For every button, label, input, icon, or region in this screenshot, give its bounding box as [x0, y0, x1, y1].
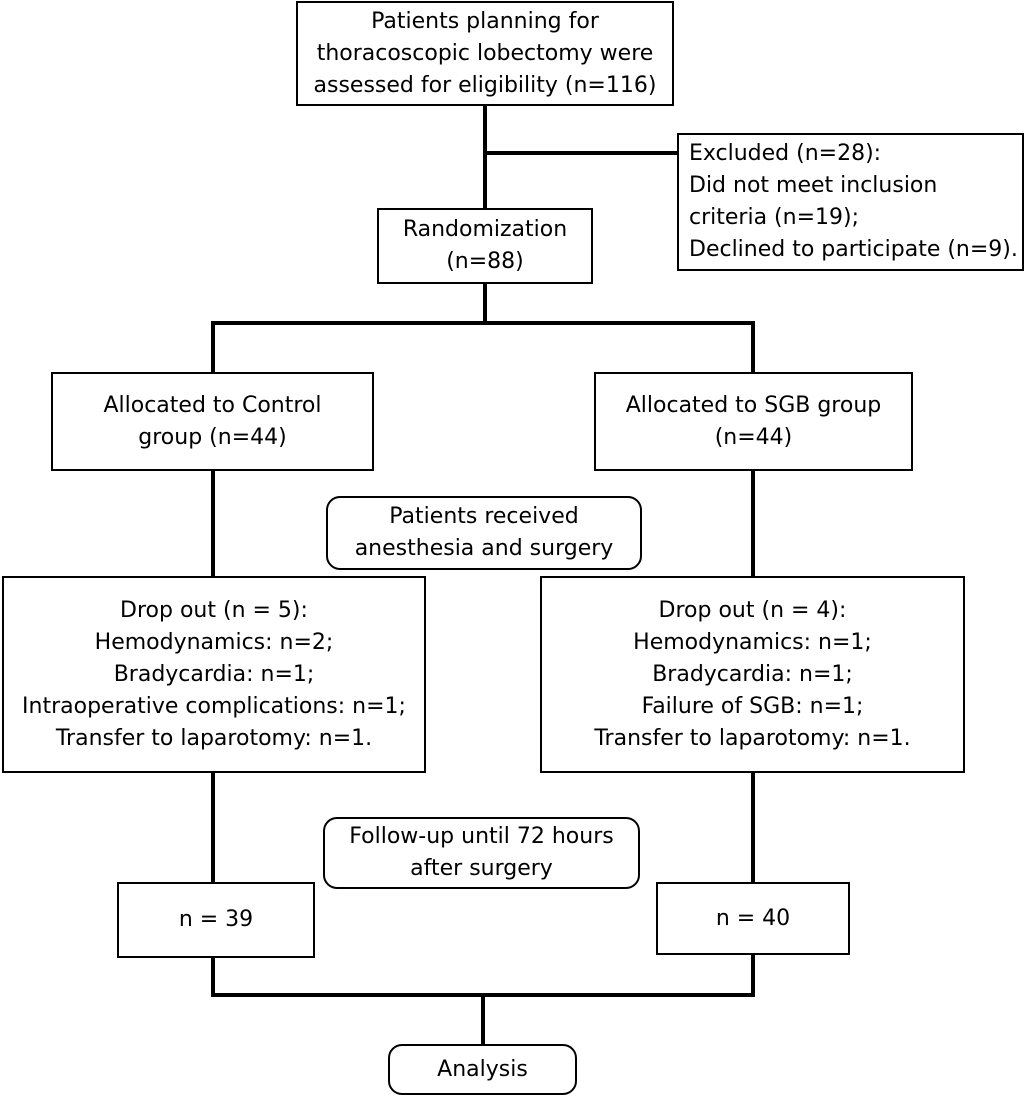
control-dropout-box: Drop out (n = 5): Hemodynamics: n=2; Bra… — [2, 576, 426, 773]
sgb-allocation-box: Allocated to SGB group (n=44) — [594, 372, 913, 471]
randomization-line-2: (n=88) — [446, 249, 524, 274]
randomization-box: Randomization (n=88) — [377, 208, 593, 284]
followup-note-line-1: Follow-up until 72 hours — [349, 824, 614, 849]
excluded-line-4: Declined to participate (n=9). — [689, 237, 1018, 262]
control-dropout-line-4: Intraoperative complications: n=1; — [22, 693, 406, 719]
eligibility-line-2: thoracoscopic lobectomy were — [316, 40, 654, 66]
randomization-line-1: Randomization — [402, 217, 568, 242]
sgb-dropout-line-1: Drop out (n = 4): — [658, 597, 847, 623]
eligibility-box: Patients planning for thoracoscopic lobe… — [296, 1, 674, 106]
eligibility-line-3: assessed for eligibility (n=116) — [313, 72, 657, 98]
excluded-line-1: Excluded (n=28): — [689, 141, 882, 166]
sgb-allocation-line-2: (n=44) — [714, 424, 793, 450]
sgb-dropout-line-2: Hemodynamics: n=1; — [633, 629, 872, 655]
control-dropout-line-1: Drop out (n = 5): — [120, 597, 308, 623]
control-dropout-line-3: Bradycardia: n=1; — [113, 661, 315, 687]
analysis-box: Analysis — [388, 1044, 577, 1095]
control-allocation-line-2: group (n=44) — [138, 424, 287, 450]
excluded-line-3: criteria (n=19); — [689, 205, 859, 230]
sgb-allocation-line-1: Allocated to SGB group — [625, 392, 882, 418]
eligibility-line-1: Patients planning for — [371, 8, 599, 34]
sgb-dropout-box: Drop out (n = 4): Hemodynamics: n=1; Bra… — [540, 576, 965, 773]
followup-note-line-2: after surgery — [410, 856, 553, 881]
sgb-dropout-line-3: Bradycardia: n=1; — [652, 661, 853, 687]
surgery-note-box: Patients received anesthesia and surgery — [326, 496, 642, 570]
control-dropout-line-2: Hemodynamics: n=2; — [94, 629, 334, 655]
sgb-dropout-line-4: Failure of SGB: n=1; — [641, 693, 864, 719]
sgb-final-label: n = 40 — [715, 905, 791, 931]
analysis-label: Analysis — [437, 1056, 528, 1082]
followup-note-box: Follow-up until 72 hours after surgery — [323, 817, 640, 889]
excluded-line-2: Did not meet inclusion — [689, 173, 938, 198]
control-allocation-box: Allocated to Control group (n=44) — [51, 372, 374, 471]
sgb-final-box: n = 40 — [656, 882, 850, 955]
control-allocation-line-1: Allocated to Control — [103, 392, 322, 418]
control-dropout-line-5: Transfer to laparotomy: n=1. — [55, 725, 373, 751]
surgery-note-line-1: Patients received — [389, 504, 579, 529]
control-final-box: n = 39 — [117, 882, 315, 958]
sgb-dropout-line-5: Transfer to laparotomy: n=1. — [594, 725, 911, 751]
excluded-box: Excluded (n=28): Did not meet inclusion … — [677, 133, 1024, 271]
surgery-note-line-2: anesthesia and surgery — [354, 536, 614, 561]
control-final-label: n = 39 — [178, 907, 254, 932]
